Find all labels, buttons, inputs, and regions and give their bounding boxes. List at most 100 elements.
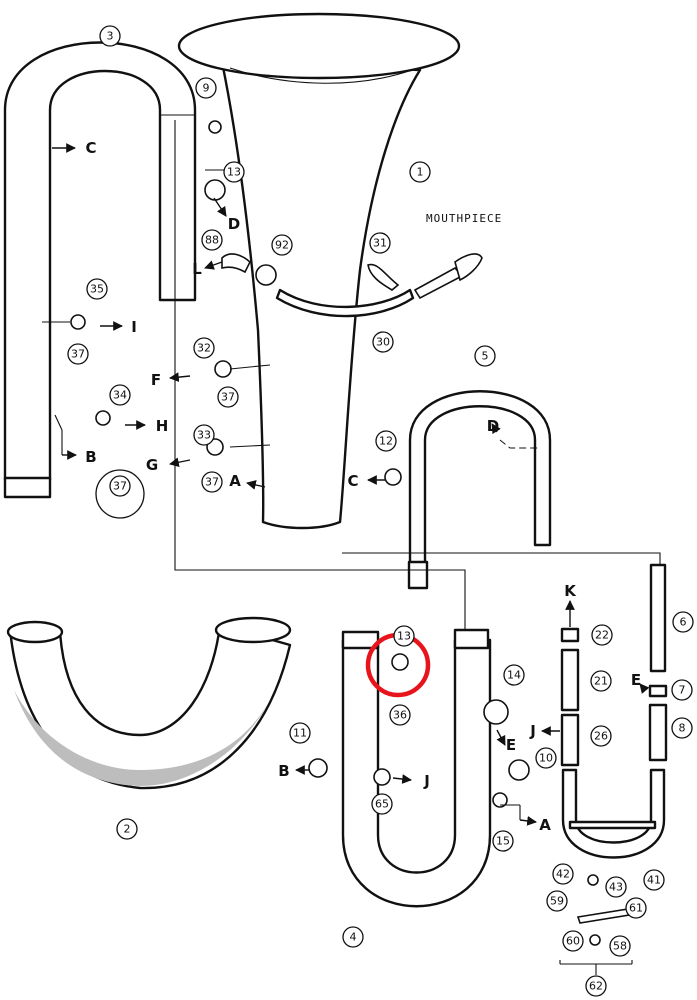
svg-text:65: 65 — [375, 798, 389, 811]
svg-text:41: 41 — [647, 874, 661, 887]
callout-37-c: 37 — [201, 471, 223, 493]
svg-text:8: 8 — [679, 722, 686, 735]
callout-41: 41 — [643, 869, 665, 891]
letter-f: F — [151, 371, 161, 389]
callout-42: 42 — [552, 863, 574, 885]
callout-5: 5 — [474, 345, 496, 367]
svg-text:30: 30 — [376, 336, 390, 349]
callout-14: 14 — [503, 664, 525, 686]
letter-e-right: E — [631, 671, 641, 689]
callout-21: 21 — [590, 670, 612, 692]
svg-text:37: 37 — [205, 476, 219, 489]
letter-i: I — [131, 318, 137, 336]
small-parts — [70, 120, 644, 946]
letter-b-lower: B — [278, 762, 289, 780]
svg-text:6: 6 — [680, 616, 687, 629]
callout-12: 12 — [375, 430, 397, 452]
callout-22: 22 — [591, 624, 613, 646]
svg-text:37: 37 — [221, 391, 235, 404]
mouthpiece-label: MOUTHPIECE — [426, 212, 502, 225]
callout-35: 35 — [86, 278, 108, 300]
svg-text:4: 4 — [350, 931, 357, 944]
svg-text:2: 2 — [124, 823, 131, 836]
callout-31: 31 — [369, 232, 391, 254]
part-callouts: 1 2 3 4 5 6 7 8 9 10 11 12 13 13 14 15 2… — [67, 25, 694, 997]
valve-slide-tubes — [560, 563, 668, 859]
callout-1: 1 — [409, 161, 431, 183]
letter-k: K — [564, 582, 577, 600]
svg-text:26: 26 — [594, 730, 608, 743]
svg-text:14: 14 — [507, 669, 521, 682]
callout-3: 3 — [99, 25, 121, 47]
callout-4: 4 — [342, 926, 364, 948]
svg-text:1: 1 — [417, 166, 424, 179]
callout-6: 6 — [672, 611, 694, 633]
svg-text:42: 42 — [556, 868, 570, 881]
letter-a-lower: A — [539, 816, 551, 834]
svg-text:11: 11 — [293, 727, 307, 740]
svg-text:35: 35 — [90, 283, 104, 296]
svg-text:43: 43 — [609, 881, 623, 894]
leadpipe — [275, 253, 483, 318]
svg-text:31: 31 — [373, 237, 387, 250]
svg-text:13: 13 — [397, 630, 411, 643]
letter-c-upper: C — [85, 139, 96, 157]
callout-9: 9 — [195, 77, 217, 99]
connection-letters: C D L I F H B G A C D K E J B J E A — [85, 139, 641, 834]
right-upper-crook — [407, 390, 552, 590]
svg-text:21: 21 — [594, 675, 608, 688]
upper-left-u-tube — [3, 41, 197, 499]
callout-33: 33 — [193, 424, 215, 446]
lower-left-crook — [6, 616, 292, 790]
svg-text:92: 92 — [275, 239, 289, 252]
letter-j-lower: J — [423, 772, 430, 790]
callout-11: 11 — [289, 722, 311, 744]
letter-l: L — [192, 260, 202, 278]
svg-text:10: 10 — [539, 752, 553, 765]
callout-58: 58 — [609, 935, 631, 957]
callout-34: 34 — [109, 384, 131, 406]
letter-d-upper: D — [228, 215, 240, 233]
svg-text:60: 60 — [566, 935, 580, 948]
callout-43: 43 — [605, 876, 627, 898]
callout-59: 59 — [546, 890, 568, 912]
svg-text:15: 15 — [496, 835, 510, 848]
svg-text:33: 33 — [197, 429, 211, 442]
svg-text:9: 9 — [203, 82, 210, 95]
callout-37-d: 37 — [109, 475, 131, 497]
callout-37-b: 37 — [217, 386, 239, 408]
svg-text:5: 5 — [482, 350, 489, 363]
letter-d-lower: D — [487, 417, 499, 435]
svg-text:61: 61 — [629, 902, 643, 915]
letter-b-upper: B — [85, 448, 96, 466]
letter-a-upper: A — [229, 472, 241, 490]
svg-text:32: 32 — [197, 342, 211, 355]
svg-text:22: 22 — [595, 629, 609, 642]
letter-h: H — [156, 417, 169, 435]
callout-92: 92 — [271, 234, 293, 256]
svg-text:62: 62 — [589, 980, 603, 993]
letter-j-right: J — [529, 722, 536, 740]
svg-text:3: 3 — [107, 30, 114, 43]
callout-15: 15 — [492, 830, 514, 852]
callout-88: 88 — [201, 229, 223, 251]
svg-text:7: 7 — [679, 684, 686, 697]
callout-13: 13 — [223, 161, 245, 183]
svg-text:58: 58 — [613, 940, 627, 953]
svg-text:37: 37 — [71, 348, 85, 361]
connection-arrows — [52, 143, 650, 826]
svg-text:34: 34 — [113, 389, 127, 402]
callout-65: 65 — [371, 793, 393, 815]
svg-text:12: 12 — [379, 435, 393, 448]
svg-text:37: 37 — [113, 480, 127, 493]
svg-text:88: 88 — [205, 234, 219, 247]
callout-30: 30 — [372, 331, 394, 353]
svg-text:59: 59 — [550, 895, 564, 908]
bell-part — [177, 12, 461, 530]
svg-text:13: 13 — [227, 166, 241, 179]
letter-c-lower: C — [347, 472, 358, 490]
callout-26: 26 — [590, 725, 612, 747]
svg-text:36: 36 — [393, 709, 407, 722]
callout-62: 62 — [585, 975, 607, 997]
